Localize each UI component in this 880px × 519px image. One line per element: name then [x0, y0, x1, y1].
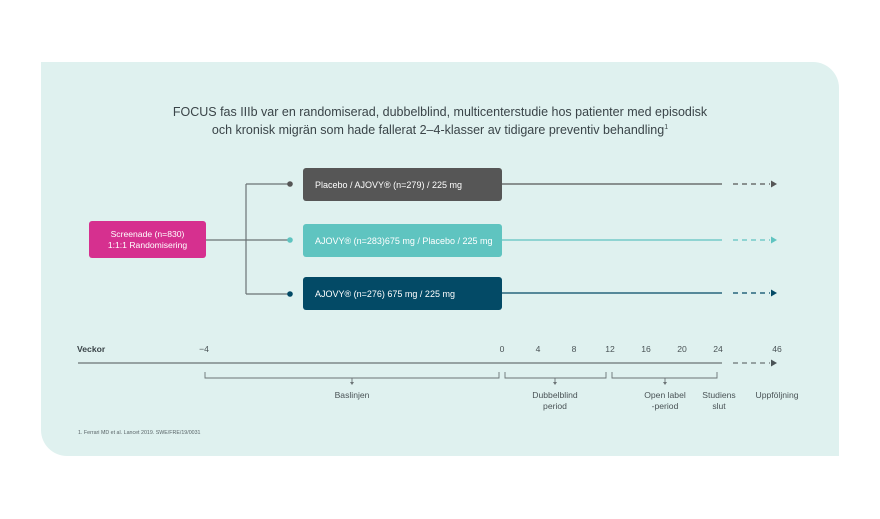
screening-line-2: 1:1:1 Randomisering	[107, 239, 188, 250]
double-blind-line-2: period	[543, 400, 567, 411]
arm-3-dot	[287, 291, 293, 297]
tick-16: 16	[641, 344, 651, 354]
arm-1-dot	[287, 181, 293, 187]
arm-1-arrow	[771, 180, 777, 188]
double-blind-bracket-pointer	[553, 382, 557, 385]
arm-box-placebo-first: Placebo / AJOVY® (n=279) / 225 mg	[303, 168, 502, 201]
baseline-bracket-pointer	[350, 382, 354, 385]
open-label-line-2: -period	[651, 400, 679, 411]
double-blind-line-1: Dubbelblind	[532, 390, 578, 400]
followup-label: Uppföljning	[755, 390, 799, 400]
tick-46: 46	[772, 344, 782, 354]
screening-box: Screenade (n=830) 1:1:1 Randomisering	[89, 221, 206, 258]
double-blind-bracket	[504, 372, 607, 383]
tick-0: 0	[499, 344, 505, 354]
baseline-bracket	[204, 372, 500, 383]
diagram-title: FOCUS fas IIIb var en randomiserad, dubb…	[0, 105, 880, 138]
title-line-2: och kronisk migrän som hade fallerat 2–4…	[0, 120, 880, 138]
open-label-line-1: Open label	[644, 390, 686, 400]
title-line-2-text: och kronisk migrän som hade fallerat 2–4…	[211, 123, 665, 138]
tick-12: 12	[605, 344, 615, 354]
arm-3-label: AJOVY® (n=276) 675 mg / 225 mg	[315, 288, 455, 299]
tick-minus-4: −4	[199, 344, 209, 354]
open-label-bracket-pointer	[663, 382, 667, 385]
open-label-period-label: Open label -period	[625, 390, 705, 411]
screening-line-1: Screenade (n=830)	[110, 229, 185, 239]
arm-1-label: Placebo / AJOVY® (n=279) / 225 mg	[315, 179, 462, 190]
reference-marker: 1	[664, 124, 669, 131]
tick-4: 4	[535, 344, 541, 354]
arm-2-arrow	[771, 236, 777, 244]
baseline-period-label: Baslinjen	[334, 390, 370, 400]
title-line-1: FOCUS fas IIIb var en randomiserad, dubb…	[172, 105, 708, 119]
study-end-line-1: Studiens	[702, 390, 736, 400]
double-blind-period-label: Dubbelblind period	[515, 390, 595, 411]
arm-2-dot	[287, 237, 293, 243]
tick-24: 24	[713, 344, 723, 354]
tick-20: 20	[677, 344, 687, 354]
tick-8: 8	[571, 344, 577, 354]
timeline-arrow	[771, 359, 777, 367]
arm-2-label: AJOVY® (n=283)675 mg / Placebo / 225 mg	[315, 235, 493, 246]
study-end-line-2: slut	[712, 400, 726, 411]
open-label-bracket	[611, 372, 718, 383]
study-end-label: Studiens slut	[693, 390, 745, 411]
arm-3-arrow	[771, 289, 777, 297]
footnote: 1. Ferrari MD et al. Lancet 2019. SWE/FR…	[78, 430, 201, 436]
arm-box-ajovy-675-225: AJOVY® (n=276) 675 mg / 225 mg	[303, 277, 502, 310]
weeks-axis-label: Veckor	[77, 344, 106, 354]
arm-box-ajovy-675-placebo: AJOVY® (n=283)675 mg / Placebo / 225 mg	[303, 224, 502, 257]
study-design-card	[41, 62, 839, 456]
